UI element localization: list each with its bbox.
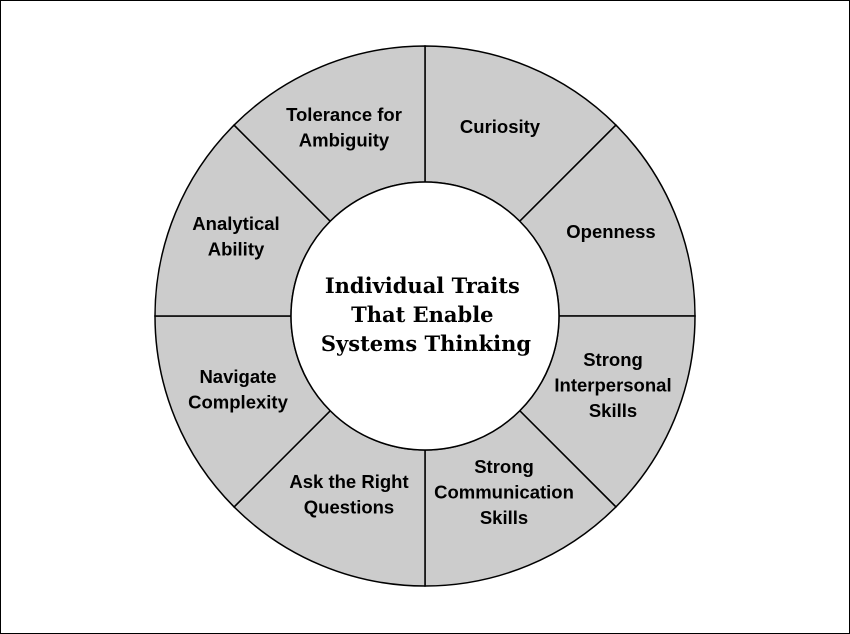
segment-label: Curiosity (460, 116, 541, 137)
center-title-line-1: Individual Traits (325, 273, 520, 298)
segment-label-line: Openness (566, 221, 655, 242)
segment-label-line: Strong (583, 349, 643, 370)
segment-label-line: Analytical (192, 213, 279, 234)
segment-label-line: Interpersonal (554, 375, 671, 396)
segment-label-line: Skills (589, 400, 637, 421)
segment-label-line: Communication (434, 482, 574, 503)
center-title: Individual Traits That Enable Systems Th… (321, 273, 532, 356)
segment-label-line: Skills (480, 507, 528, 528)
segment-label-line: Ask the Right (289, 471, 408, 492)
segment-label-line: Ambiguity (299, 130, 390, 151)
segment-label-line: Ability (208, 239, 265, 260)
segment-label-line: Strong (474, 456, 534, 477)
segment-label: Openness (566, 221, 655, 242)
segment-label-line: Complexity (188, 392, 288, 413)
segment-label-line: Tolerance for (286, 104, 402, 125)
segment-label-line: Questions (304, 497, 394, 518)
ring-segments (154, 45, 696, 587)
center-title-line-2: That Enable (351, 302, 493, 327)
segment-label-line: Curiosity (460, 116, 541, 137)
segment-label-line: Navigate (199, 366, 276, 387)
center-title-line-3: Systems Thinking (321, 331, 532, 356)
center-circle (290, 181, 560, 451)
